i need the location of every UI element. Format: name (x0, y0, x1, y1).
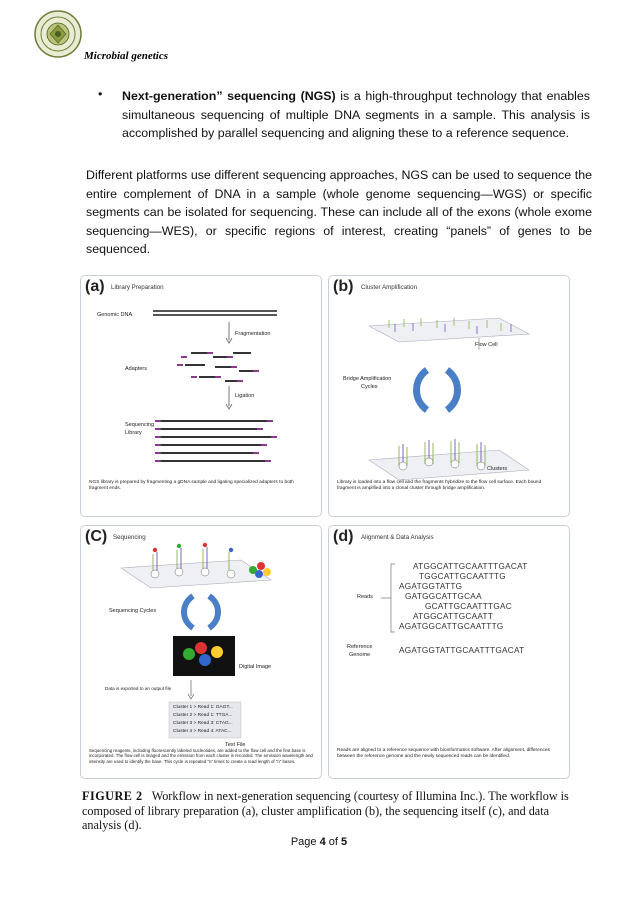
panel-b-title: Cluster Amplification (361, 284, 418, 291)
flow-cell-label: Flow Cell (475, 342, 498, 348)
bullet-body: is a high-throughput technology that ena… (122, 89, 590, 141)
reference-genome-label-2: Genome (349, 652, 371, 658)
reference-genome-label-1: Reference (347, 644, 373, 650)
ligation-label: Ligation (235, 393, 255, 399)
panel-a-title: Library Preparation (111, 284, 164, 291)
sequencing-library-label-1: Sequencing (125, 422, 155, 428)
current-page: 4 (319, 836, 326, 848)
panel-library-preparation: (a) Library Preparation Genomic DNA (80, 275, 322, 517)
bridge-amplification-label-2: Cycles (361, 384, 378, 390)
export-note-label: Data is exported to an output file (105, 686, 172, 691)
read-sequence-5: GCATTGCAATTTGAC (425, 602, 512, 611)
read-line-2: Cluster 2 > Read 1: TTGA... (173, 713, 233, 718)
reads-bracket (381, 563, 395, 633)
bullet-paragraph: Next-generation” sequencing (NGS) is a h… (122, 87, 590, 143)
cluster-amplification-illustration (367, 317, 531, 481)
read-sequence-1: ATGGCATTGCAATTTGACAT (413, 562, 528, 571)
read-line-3: Cluster 3 > Read 3: CTAG... (173, 721, 233, 726)
page-number: Page 4 of 5 (0, 836, 638, 848)
bullet-marker: • (98, 87, 103, 101)
genomic-dna-label: Genomic DNA (97, 312, 133, 318)
sequencing-illustration (120, 542, 272, 739)
read-sequence-7: AGATGGCATTGCAATTTG (399, 622, 504, 631)
ngs-workflow-figure: (a) Library Preparation Genomic DNA (80, 275, 570, 780)
panel-b-caption: Library is loaded into a flow cell and t… (337, 480, 542, 491)
figure-caption: FIGURE 2 Workflow in next-generation seq… (82, 789, 582, 833)
read-line-4: Cluster 4 > Read 4: ATAC... (173, 729, 232, 734)
total-pages: 5 (341, 836, 348, 848)
panel-d-caption: Reads are aligned to a reference sequenc… (337, 748, 550, 759)
panel-alignment-analysis: (d) Alignment & Data Analysis ATGGCATTGC… (328, 525, 570, 779)
clusters-label: Clusters (487, 466, 508, 472)
page-prefix: Page (290, 836, 320, 848)
adapters-label: Adapters (125, 366, 148, 372)
sequencing-library-label-2: Library (125, 430, 142, 436)
read-sequence-3: AGATGGTATTG (399, 582, 463, 591)
panel-c-label: (C) (85, 528, 108, 545)
panel-cluster-amplification: (b) Cluster Amplification (328, 275, 570, 517)
bullet-term: Next-generation” sequencing (NGS) (122, 89, 336, 103)
body-paragraph: Different platforms use different sequen… (86, 168, 592, 257)
panel-d-label: (d) (333, 528, 354, 545)
reads-label: Reads (357, 594, 373, 600)
page-of: of (325, 836, 342, 848)
read-sequence-2: TGGCATTGCAATTTG (419, 572, 506, 581)
panel-sequencing: (C) Sequencing Sequenci (80, 525, 322, 779)
digital-image-label: Digital Image (239, 664, 272, 670)
figure-caption-label: FIGURE 2 (82, 789, 143, 803)
read-sequence-4: GATGGCATTGCAA (405, 592, 482, 601)
panel-a-label: (a) (85, 278, 105, 295)
text-file-label: Text File (225, 742, 246, 748)
bridge-amplification-label-1: Bridge Amplification (343, 376, 392, 382)
panel-c-caption: Sequencing reagents, including fluoresce… (89, 748, 313, 764)
library-prep-illustration (153, 310, 277, 462)
panel-c-title: Sequencing (113, 534, 146, 541)
figure-caption-text: Workflow in next-generation sequencing (… (82, 789, 569, 833)
university-seal-logo (34, 10, 82, 58)
panel-b-label: (b) (333, 278, 354, 295)
reference-sequence: AGATGGTATTGCAATTTGACAT (399, 646, 525, 655)
read-line-1: Cluster 1 > Read 1: GAGT... (173, 705, 233, 710)
panel-d-title: Alignment & Data Analysis (361, 534, 434, 541)
header-title: Microbial genetics (84, 50, 169, 62)
panel-a-caption: NGS library is prepared by fragmenting a… (89, 480, 294, 491)
fragmentation-label: Fragmentation (235, 331, 271, 337)
read-sequence-6: ATGGCATTGCAATT (413, 612, 494, 621)
sequencing-cycles-label: Sequencing Cycles (109, 608, 157, 614)
